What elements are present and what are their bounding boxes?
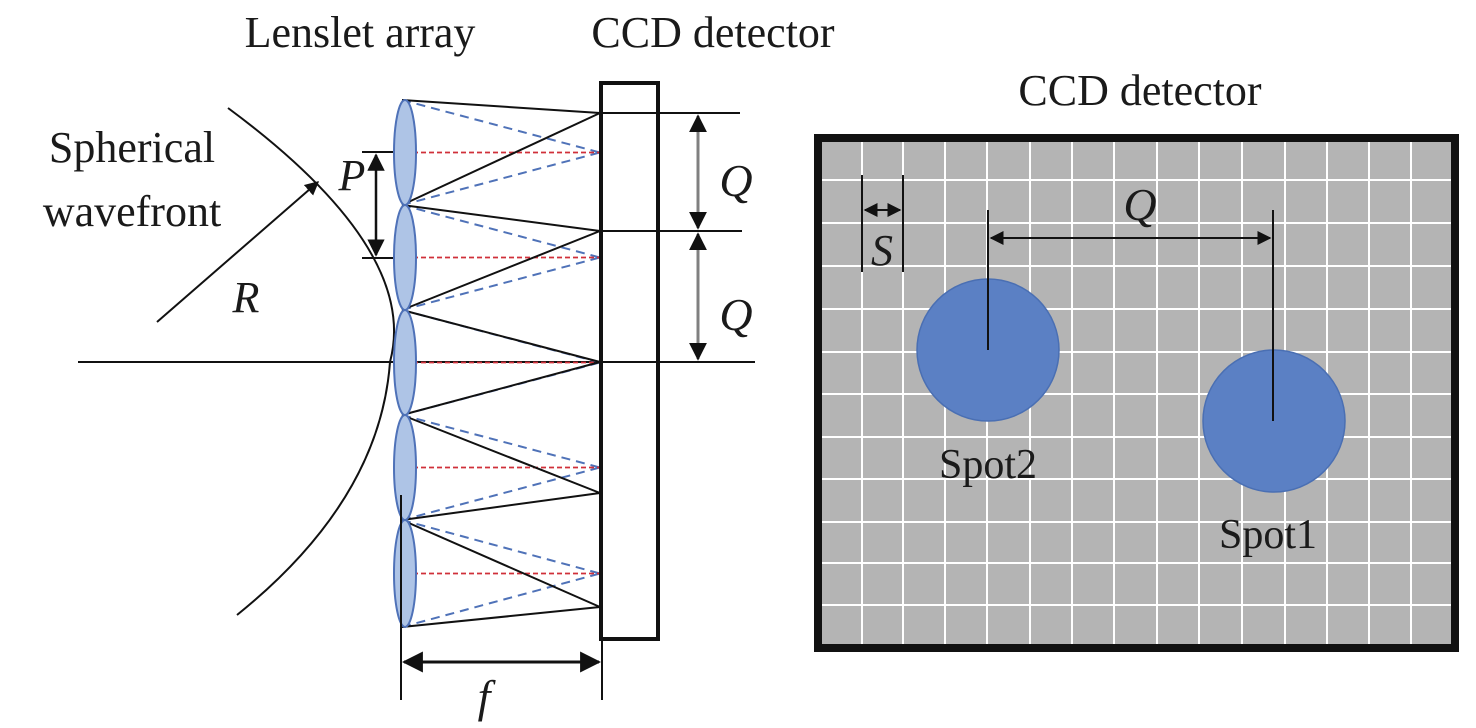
distorted-ray xyxy=(401,414,601,494)
right-panel: CCD detector S Q Spot2 Spot1 xyxy=(814,66,1459,652)
spot-2-label: Spot2 xyxy=(939,442,1037,488)
spot-distance-label: Q xyxy=(1123,179,1156,230)
ccd-detector-title-right: CCD detector xyxy=(1018,66,1262,115)
focal-length-label: f xyxy=(478,671,497,722)
reference-ray xyxy=(401,99,601,154)
wavefront-label-line2: wavefront xyxy=(43,187,221,236)
radius-label: R xyxy=(232,273,260,322)
lenslet xyxy=(393,204,417,311)
q-label-1: Q xyxy=(719,155,752,206)
pixel-grid xyxy=(822,142,1451,644)
lenslet-array-title: Lenslet array xyxy=(245,8,476,57)
distorted-ray xyxy=(401,492,601,521)
reference-ray xyxy=(401,519,601,575)
spot-1-label: Spot1 xyxy=(1219,512,1317,558)
pixel-size-label: S xyxy=(871,226,893,275)
spherical-wavefront-arc xyxy=(227,107,395,616)
left-panel: Lenslet array CCD detector Spherical wav… xyxy=(43,8,835,722)
distorted-ray xyxy=(401,99,601,114)
reference-ray xyxy=(401,466,601,521)
distorted-ray xyxy=(401,204,601,232)
lenslet xyxy=(393,99,417,206)
reference-ray xyxy=(401,151,601,206)
reference-ray xyxy=(401,572,601,628)
distorted-ray xyxy=(401,309,601,363)
lenslet xyxy=(393,414,417,521)
wavefront-label-line1: Spherical xyxy=(49,123,215,172)
distorted-ray xyxy=(401,230,601,311)
rays-group xyxy=(401,99,601,628)
reference-ray xyxy=(401,414,601,469)
ccd-detector-title-left: CCD detector xyxy=(591,8,835,57)
lenslet-array xyxy=(393,99,417,628)
ccd-detector-side xyxy=(599,81,660,641)
reference-ray xyxy=(401,204,601,259)
distorted-ray xyxy=(401,606,601,628)
q-label-2: Q xyxy=(719,289,752,340)
reference-ray xyxy=(401,256,601,311)
distorted-ray xyxy=(401,112,601,206)
distorted-ray xyxy=(401,519,601,608)
pitch-label: P xyxy=(338,151,366,200)
lenslet xyxy=(393,309,417,416)
lenslet xyxy=(393,519,417,628)
radius-arrow xyxy=(156,181,320,323)
distorted-ray xyxy=(401,361,601,416)
